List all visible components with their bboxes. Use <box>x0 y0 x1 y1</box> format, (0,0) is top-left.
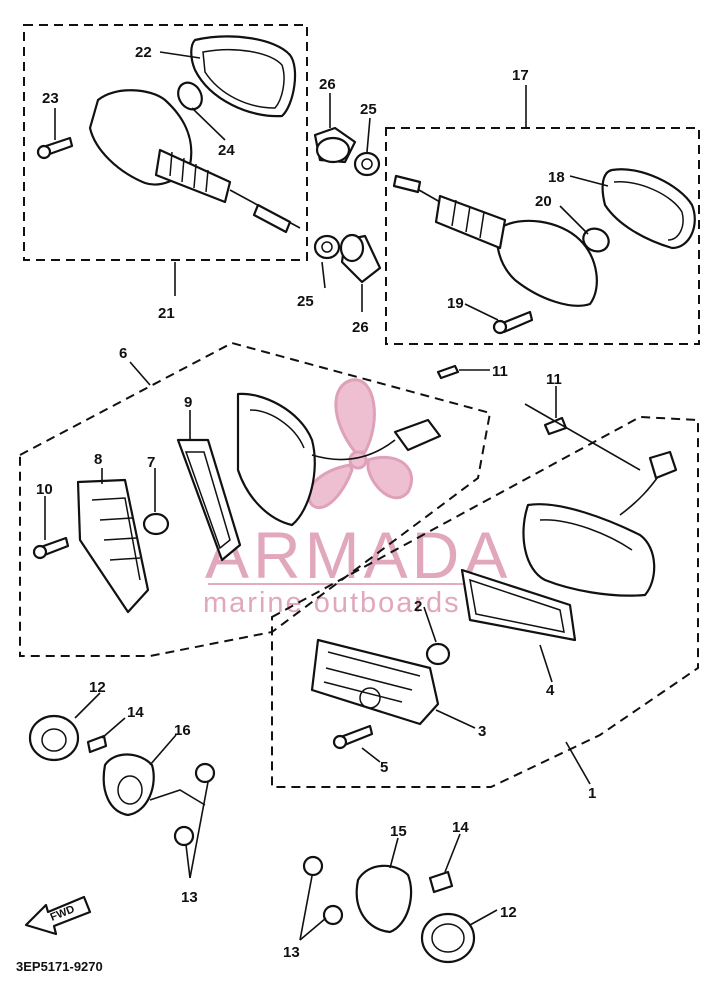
callout-21: 21 <box>158 305 175 322</box>
part-callouts: 22 23 24 21 26 25 25 26 17 18 20 19 6 9 … <box>36 44 596 961</box>
callout-25-upper: 25 <box>360 101 377 118</box>
bulb-24 <box>177 81 203 111</box>
connector-21 <box>252 203 292 234</box>
callout-15: 15 <box>390 823 407 840</box>
housing-6 <box>236 392 316 527</box>
callout-1: 1 <box>588 785 596 802</box>
lens-8 <box>76 478 150 614</box>
callout-26-upper: 26 <box>319 76 336 93</box>
bolt-14-right <box>428 870 454 894</box>
armada-propeller-logo <box>307 378 414 509</box>
bulb-20 <box>582 227 610 253</box>
callout-22: 22 <box>135 44 152 61</box>
grommet-26-upper <box>313 126 357 164</box>
connector-6 <box>393 418 442 452</box>
callout-14-right: 14 <box>452 819 469 836</box>
leader-lines <box>44 51 641 941</box>
nut-25-lower <box>313 234 341 260</box>
callout-17: 17 <box>512 67 529 84</box>
callout-5: 5 <box>380 759 388 776</box>
assembly-21-boundary <box>23 24 308 261</box>
callout-16: 16 <box>174 722 191 739</box>
stay-15 <box>355 864 413 934</box>
reflector-group-left <box>28 714 216 847</box>
nut-25-upper <box>353 151 381 177</box>
stem-17 <box>434 194 507 250</box>
callout-7: 7 <box>147 454 155 471</box>
bulb-7 <box>142 512 170 536</box>
flasher-assembly-21 <box>36 35 301 234</box>
callout-20: 20 <box>535 193 552 210</box>
reflector-12-left <box>28 714 80 762</box>
bulb-2 <box>425 642 451 666</box>
reflector-group-right <box>302 855 476 964</box>
connector-1 <box>648 450 678 480</box>
gasket-9 <box>176 438 242 562</box>
connector-17 <box>392 174 422 194</box>
callout-24: 24 <box>218 142 235 159</box>
screw-11-left <box>436 364 460 380</box>
housing-1 <box>522 503 656 597</box>
callout-8: 8 <box>94 451 102 468</box>
callout-3: 3 <box>478 723 486 740</box>
armada-watermark: ARMADA marine outboards <box>203 378 511 619</box>
assembly-1-boundary <box>271 415 699 788</box>
assembly-17-boundary <box>385 127 700 345</box>
callout-4: 4 <box>546 682 555 699</box>
nut-13-right-a <box>302 855 324 877</box>
nut-13-left-a <box>194 762 216 784</box>
grommet-26-lower <box>339 233 382 284</box>
callout-14-left: 14 <box>127 704 144 721</box>
fwd-direction-arrow: FWD <box>24 895 92 936</box>
callout-12-left: 12 <box>89 679 106 696</box>
nut-13-left-b <box>173 825 195 847</box>
housing-17 <box>496 219 598 307</box>
diagram-code: 3EP5171-9270 <box>16 959 103 974</box>
callout-26-lower: 26 <box>352 319 369 336</box>
callout-2: 2 <box>414 598 422 615</box>
callout-23: 23 <box>42 90 59 107</box>
callout-11-left: 11 <box>492 363 508 380</box>
stay-16 <box>102 753 155 817</box>
watermark-tagline: marine outboards <box>203 587 461 619</box>
lens-3 <box>310 638 440 726</box>
callout-6: 6 <box>119 345 127 362</box>
callout-10: 10 <box>36 481 53 498</box>
callout-9: 9 <box>184 394 192 411</box>
lens-22 <box>190 35 297 118</box>
nut-13-right-b <box>322 904 344 926</box>
bolt-14-left <box>86 734 108 754</box>
flasher-assembly-6 <box>32 364 460 614</box>
watermark-brand: ARMADA <box>205 518 511 592</box>
callout-19: 19 <box>447 295 464 312</box>
callout-12-right: 12 <box>500 904 517 921</box>
callout-13-left: 13 <box>181 889 198 906</box>
lens-18 <box>601 168 696 250</box>
flasher-assembly-17 <box>392 168 696 335</box>
callout-13-right: 13 <box>283 944 300 961</box>
callout-11-right: 11 <box>546 371 562 388</box>
callout-25-lower: 25 <box>297 293 314 310</box>
reflector-12-right <box>420 912 476 964</box>
callout-18: 18 <box>548 169 565 186</box>
stem-21 <box>154 148 232 204</box>
